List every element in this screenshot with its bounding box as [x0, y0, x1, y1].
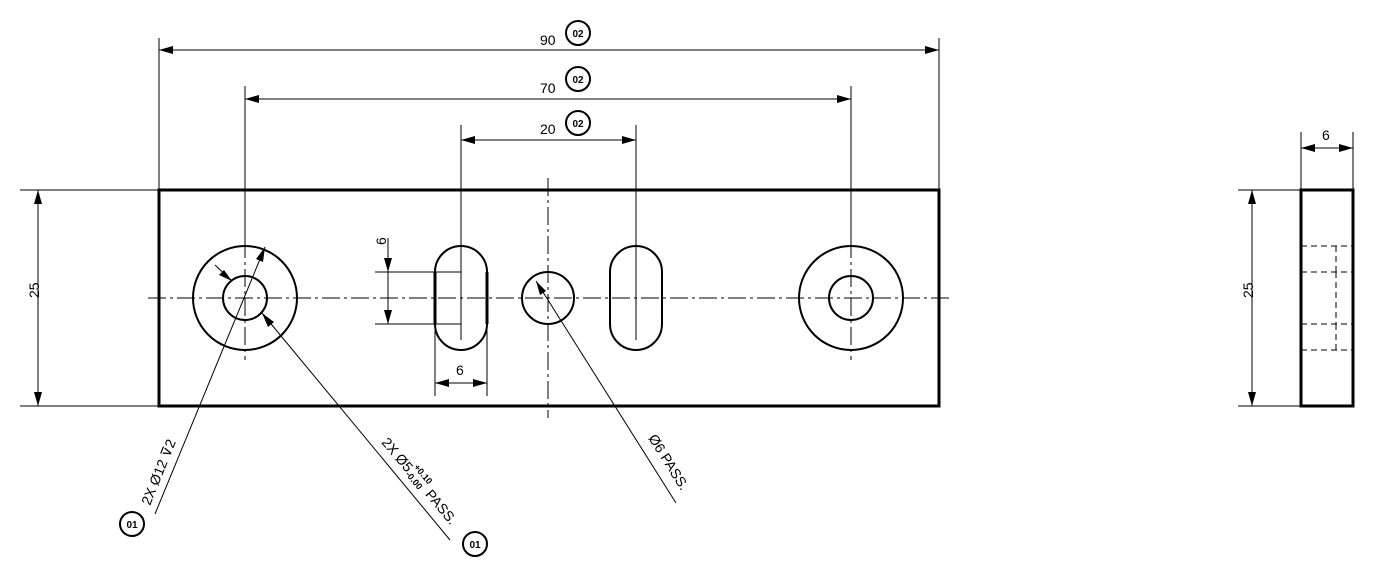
- leader-center-hole: Ø6 PASS.: [535, 280, 692, 504]
- dimension-hole-spacing: 70 02: [245, 66, 851, 103]
- dimension-height-front: 25: [26, 190, 42, 406]
- dimension-side-width: 6: [1301, 127, 1353, 152]
- balloon-overall-width: 02: [572, 29, 584, 40]
- dimension-overall-width-value: 90: [540, 32, 556, 48]
- dimension-height-side: 25: [1240, 190, 1256, 406]
- dimension-height-front-value: 25: [26, 282, 42, 298]
- dimension-slot-spacing-value: 20: [540, 121, 556, 137]
- dimension-height-side-value: 25: [1240, 282, 1256, 298]
- dimension-hole-spacing-value: 70: [540, 80, 556, 96]
- dimension-side-width-value: 6: [1322, 127, 1330, 143]
- right-slot: [609, 125, 663, 351]
- dimension-slot-spacing: 20 02: [461, 110, 636, 144]
- side-view: 6 25: [1238, 127, 1355, 408]
- callout-through-hole-suffix: PASS.: [422, 486, 460, 527]
- right-counterbore-hole: [798, 240, 904, 360]
- dimension-overall-width: 90 02: [159, 20, 939, 54]
- side-outline: [1299, 188, 1355, 408]
- dimension-slot-height-value: 6: [373, 237, 389, 245]
- leader-counterbore: 2X Ø12 ⊽2 01: [119, 246, 266, 537]
- callout-center-hole: Ø6 PASS.: [645, 431, 692, 493]
- balloon-counterbore: 01: [126, 520, 138, 531]
- left-slot: [433, 125, 489, 351]
- dimension-slot-width-value: 6: [456, 362, 464, 378]
- middle-through-hole: [521, 271, 575, 325]
- dimension-slot-height: 6: [373, 237, 392, 324]
- dimension-slot-width: 6: [435, 362, 487, 387]
- balloon-slot-spacing: 02: [572, 119, 584, 130]
- front-view: 90 02 70 02 20 02 25: [20, 20, 950, 557]
- balloon-through-hole: 01: [469, 540, 481, 551]
- balloon-hole-spacing: 02: [572, 75, 584, 86]
- left-counterbore-hole: [192, 240, 298, 360]
